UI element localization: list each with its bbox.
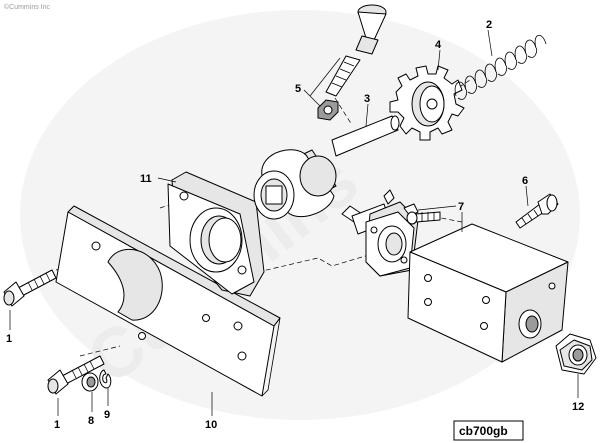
part-11-flange-housing xyxy=(167,171,265,297)
drawing-code-box: cb700gb xyxy=(453,420,524,441)
callout-12: 12 xyxy=(572,401,584,413)
part-2-spring xyxy=(454,35,547,100)
callout-10: 10 xyxy=(205,419,217,431)
callout-11: 11 xyxy=(140,173,152,185)
callout-3: 3 xyxy=(364,93,370,105)
callout-9: 9 xyxy=(104,409,110,421)
drawing-code: cb700gb xyxy=(459,424,508,438)
part-9-lock-washer xyxy=(99,369,112,389)
callout-5: 5 xyxy=(295,83,301,95)
callout-1-lower: 1 xyxy=(54,419,60,431)
callout-6: 6 xyxy=(522,175,528,187)
part-3-shaft xyxy=(253,115,400,220)
callout-labels: 2 4 3 5 11 6 7 1 1 8 9 10 12 xyxy=(6,19,584,431)
part-6-bolt xyxy=(515,193,559,229)
callout-8: 8 xyxy=(88,415,94,427)
part-8-washer xyxy=(81,372,99,392)
callout-2: 2 xyxy=(486,19,492,31)
part-5-fitting xyxy=(317,4,387,121)
callout-4: 4 xyxy=(435,39,442,51)
part-7-screw xyxy=(406,211,441,225)
copyright-text: ©Cummins Inc xyxy=(4,3,50,11)
part-1-lower-cap-screw xyxy=(47,355,105,395)
callout-1-upper: 1 xyxy=(6,333,12,345)
part-7-adapter xyxy=(341,189,419,277)
part-10-mounting-plate xyxy=(55,205,281,397)
part-1-upper-cap-screw xyxy=(3,269,57,307)
part-7-pump-body xyxy=(407,223,569,363)
part-12-nut xyxy=(555,333,597,375)
callout-7: 7 xyxy=(458,201,464,213)
leader-lines xyxy=(9,29,579,416)
part-4-gear xyxy=(389,65,465,141)
